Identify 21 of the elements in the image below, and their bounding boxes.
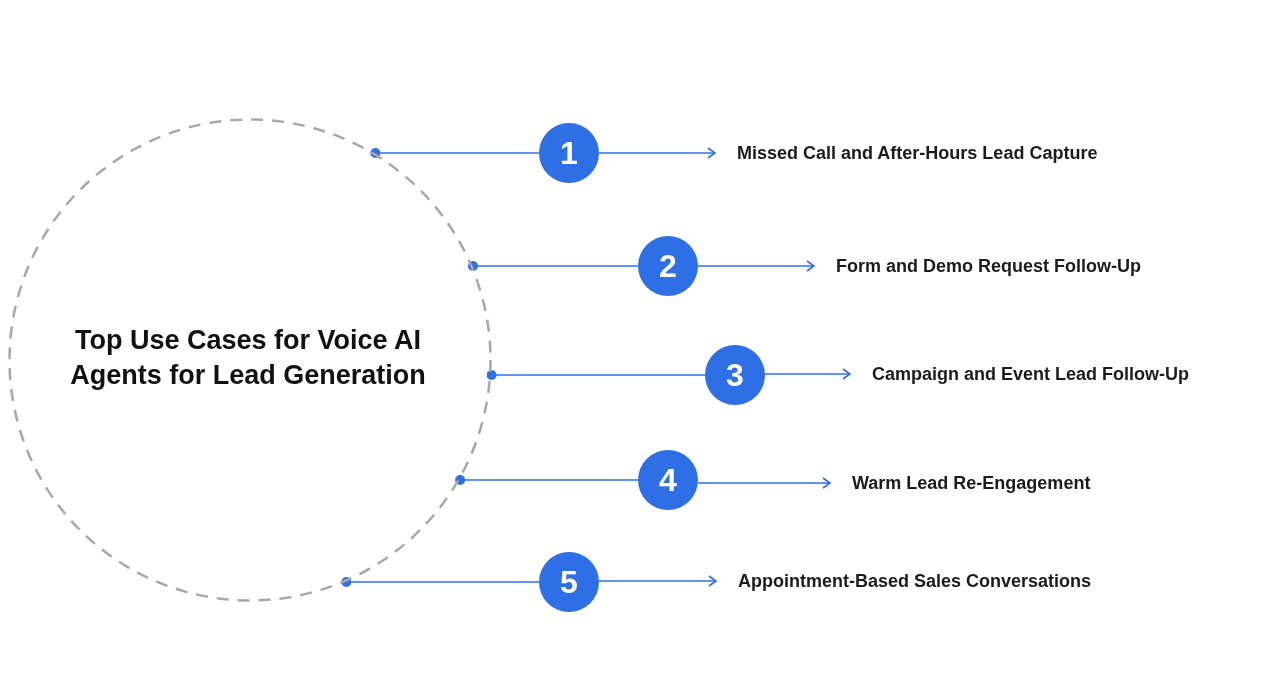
connector-line <box>468 261 639 271</box>
use-case-label: Missed Call and After-Hours Lead Capture <box>737 141 1098 165</box>
arrow <box>764 368 851 380</box>
number-badge: 2 <box>638 236 698 296</box>
use-case-label: Appointment-Based Sales Conversations <box>738 569 1092 593</box>
title-text: Top Use Cases for Voice AI Agents for Lead Generation <box>69 324 427 393</box>
number-badge: 1 <box>539 123 599 183</box>
arrow <box>697 477 831 489</box>
connector-line <box>341 577 540 587</box>
connector-line <box>486 370 706 380</box>
arrow <box>598 147 716 159</box>
arrow <box>598 575 717 587</box>
number-badge: 3 <box>705 345 765 405</box>
use-case-label: Campaign and Event Lead Follow-Up <box>872 362 1190 386</box>
use-case-label: Form and Demo Request Follow-Up <box>836 254 1141 278</box>
arrow <box>697 260 815 272</box>
number-badge: 4 <box>638 450 698 510</box>
number-badge: 5 <box>539 552 599 612</box>
use-case-label: Warm Lead Re-Engagement <box>852 471 1091 495</box>
connector-line <box>370 148 540 158</box>
connector-line <box>455 475 639 485</box>
